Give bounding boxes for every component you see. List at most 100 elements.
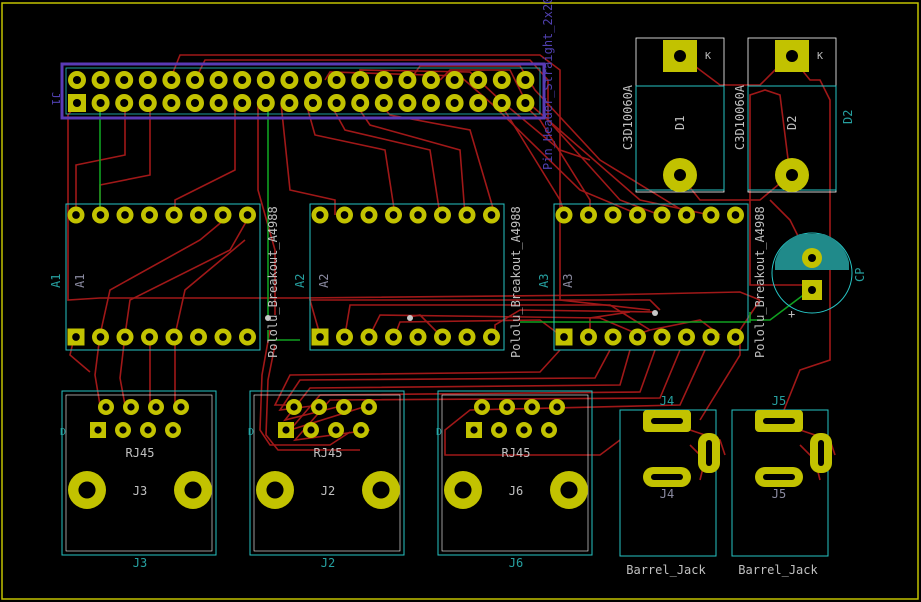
driver-pin [555, 328, 573, 346]
rj45-pin [499, 399, 515, 415]
rj45-pin [474, 399, 490, 415]
header-pin [351, 71, 370, 89]
driver-pin [311, 206, 329, 224]
rj45-pin [303, 422, 319, 438]
driver-pin [190, 328, 207, 346]
header-j1: J1 Pin_Header_Straight_2x20_Pitch2.54mm_… [49, 0, 555, 170]
header-pin [492, 71, 511, 89]
driver-value: Pololu_Breakout_A4988 [753, 206, 767, 358]
rj45-pin [90, 422, 106, 438]
header-pin [186, 71, 204, 89]
driver-pin [483, 328, 500, 346]
rj45-pin [541, 422, 557, 438]
header-pin [422, 94, 440, 112]
driver-pin [727, 328, 744, 346]
driver-pin [434, 328, 451, 346]
barrel-j5: J5 J5 Barrel_Jack [731, 394, 832, 577]
driver-pin [385, 206, 402, 224]
driver-pin [653, 328, 671, 346]
driver-pin [409, 206, 427, 224]
driver-a2: A2 A2 Pololu_Breakout_A4988 [293, 203, 523, 358]
rj45-ref-fab: J6 [509, 484, 523, 498]
driver-pin [116, 328, 134, 346]
rj45-pin [336, 399, 352, 415]
driver-pin [92, 206, 109, 224]
driver-pin [67, 328, 85, 346]
driver-pin [67, 206, 85, 224]
rj45-mount-hole [174, 471, 212, 509]
rj45-pin [173, 399, 189, 415]
driver-pin [141, 206, 158, 224]
driver-a3: A3 A3 Pololu_Breakout_A4988 [537, 203, 767, 358]
driver-pin [409, 328, 427, 346]
diode-ref: D1 [673, 116, 687, 130]
rj45-mount-hole [68, 471, 106, 509]
driver-pin [214, 328, 232, 346]
rj45-side-mark: D [248, 427, 254, 438]
rj45-pin [286, 399, 302, 415]
driver-pin [311, 328, 329, 346]
driver-ref-silk: A1 [49, 274, 63, 288]
rj45-ref: J6 [509, 556, 523, 570]
header-pin [68, 71, 86, 89]
driver-pin [165, 206, 183, 224]
diode-value: C3D10060A [733, 84, 747, 150]
header-pin [162, 71, 181, 89]
driver-pin [604, 206, 622, 224]
driver-pin [385, 328, 402, 346]
rj45-pin [328, 422, 344, 438]
rj45-pin [311, 399, 327, 415]
driver-pin [92, 328, 109, 346]
header-pin [469, 94, 488, 112]
driver-pin [165, 328, 183, 346]
header-pin [398, 71, 417, 89]
driver-pin [141, 328, 158, 346]
driver-pin [336, 206, 353, 224]
rj45-pin [516, 422, 532, 438]
driver-pin [483, 206, 500, 224]
diode-pin-k: K [817, 51, 823, 62]
driver-pin [239, 328, 256, 346]
header-pin [138, 94, 157, 112]
driver-pin [653, 206, 671, 224]
header-pin [469, 71, 488, 89]
header-pin [374, 71, 393, 89]
header-pin [351, 94, 370, 112]
rj45-pin [98, 399, 114, 415]
rj45-pin [353, 422, 369, 438]
header-pin [304, 94, 322, 112]
header-pin [233, 94, 252, 112]
rj45-mount-hole [550, 471, 588, 509]
rj45-mount-hole [256, 471, 294, 509]
driver-pin [336, 328, 353, 346]
driver-ref: A1 [73, 274, 87, 288]
rj45-value: RJ45 [314, 446, 343, 460]
barrel-ref: J5 [772, 394, 786, 408]
rj45-pin [524, 399, 540, 415]
header-pin [233, 71, 252, 89]
header-pin [422, 71, 440, 89]
rj45-value: RJ45 [126, 446, 155, 460]
header-ref: J1 [49, 92, 62, 105]
barrel-ref-fab: J4 [660, 487, 674, 501]
rj45-pin [165, 422, 181, 438]
header-pin [280, 94, 299, 112]
header-pin [516, 94, 535, 112]
barrel-j4: J4 J4 Barrel_Jack [619, 394, 720, 577]
header-pin [256, 71, 275, 89]
driver-a1: A1 A1 Pololu_Breakout_A4988 [49, 203, 280, 358]
driver-pin [458, 206, 476, 224]
driver-pin [116, 206, 134, 224]
rj45-side-mark: D [60, 427, 66, 438]
header-pin [91, 94, 110, 112]
header-pin [398, 94, 417, 112]
rj45-ref: J2 [321, 556, 335, 570]
barrel-value: Barrel_Jack [738, 563, 818, 577]
bottom-tracks [99, 103, 811, 341]
driver-pin [434, 206, 451, 224]
vias [265, 310, 658, 321]
